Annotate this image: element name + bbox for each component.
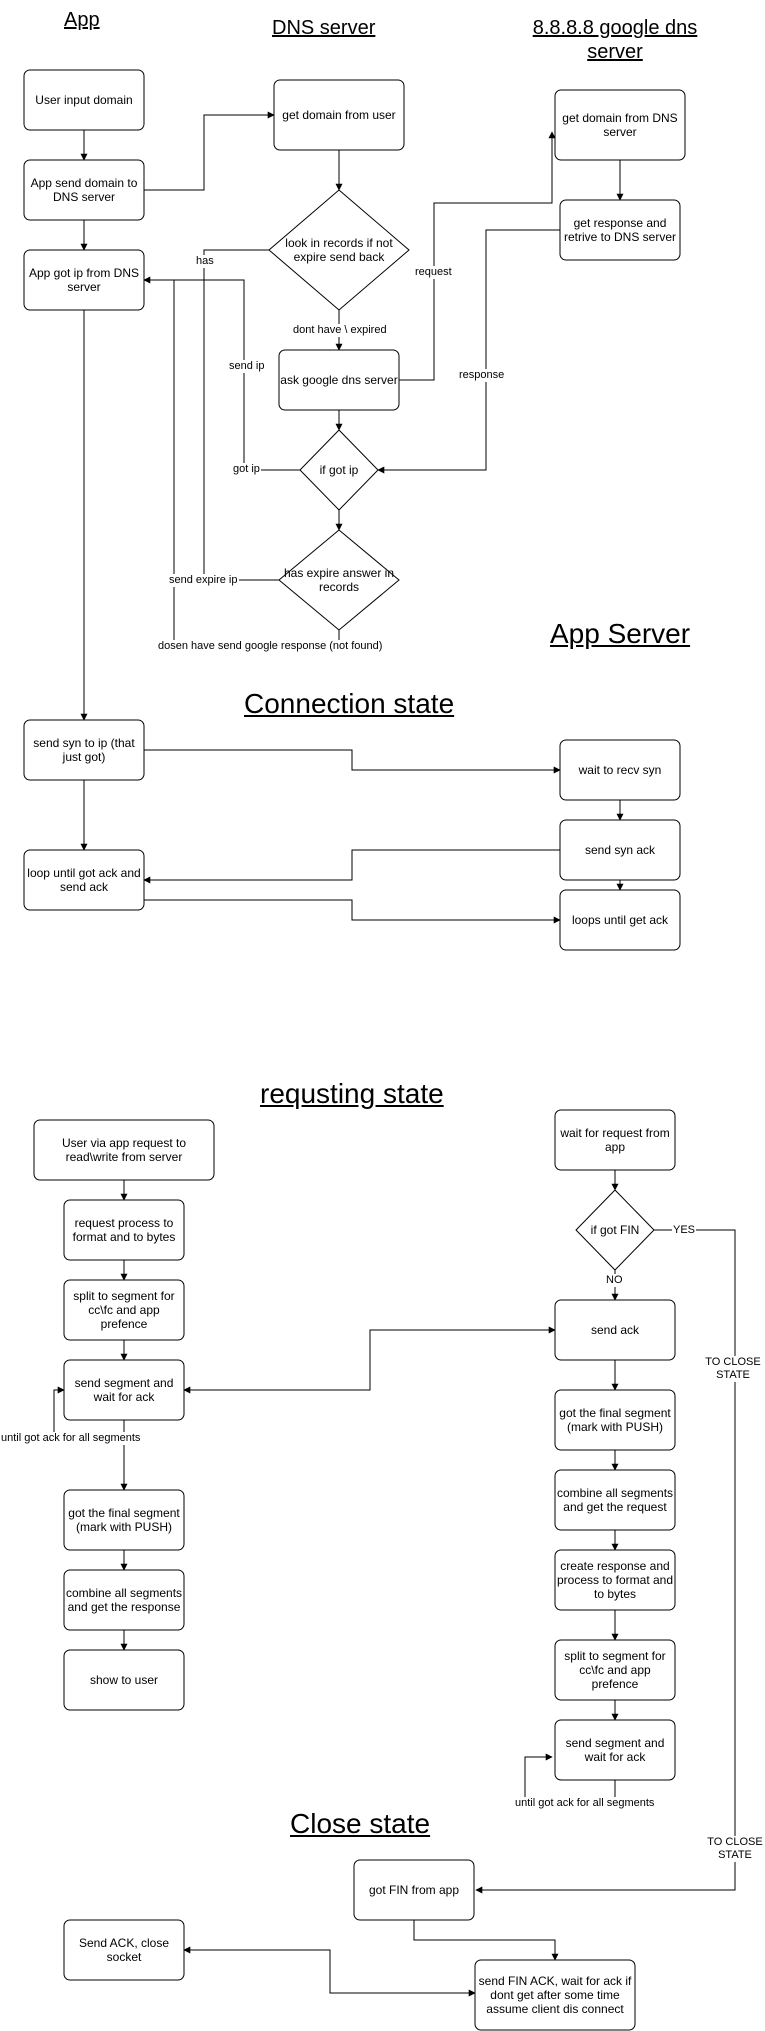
wait-syn-node: wait to recv syn [578,763,662,777]
has-expire-answer-node: has expire answer in records [283,566,395,594]
edge-label-has: has [195,255,215,268]
ask-google-node: ask google dns server [280,373,398,387]
google-get-domain-node: get domain from DNS server [562,111,678,139]
edge-label-request: request [414,266,453,279]
combine-response-node: combine all segments and get the respons… [65,1586,183,1614]
request-process-node: request process to format and to bytes [72,1216,176,1244]
edge-label-to-close-1: TO CLOSE STATE [701,1356,765,1382]
wait-request-node: wait for request from app [560,1126,670,1154]
edge-label-send-expire-ip: send expire ip [168,574,239,587]
loops-get-ack-node: loops until get ack [571,913,669,927]
combine-request-node: combine all segments and get the request [556,1486,674,1514]
edge-label-to-close-2: TO CLOSE STATE [703,1836,765,1862]
final-segment-client-node: got the final segment (mark with PUSH) [68,1506,180,1534]
heading-requesting-state: requsting state [260,1078,444,1109]
got-fin-node: got FIN from app [368,1883,460,1897]
heading-connection-state: Connection state [244,688,455,719]
google-get-response-node: get response and retrive to DNS server [563,216,677,244]
edge-label-response: response [458,369,506,382]
edge-label-not-found: dosen have send google response (not fou… [157,640,384,653]
if-got-ip-node: if got ip [319,463,359,477]
send-fin-ack-node: send FIN ACK, wait for ack if dont get a… [478,1974,632,2016]
edge-label-send-ip: send ip [228,360,266,373]
heading-google-dns: 8.8.8.8 google dns server [532,17,698,63]
heading-app-server: App Server [550,618,691,649]
look-in-records-node: look in records if not expire send back [285,236,393,264]
if-got-fin-node: if got FIN [590,1223,640,1237]
send-ack-node: send ack [590,1323,640,1337]
user-request-node: User via app request to read\write from … [61,1136,187,1164]
edge-label-no: NO [605,1274,624,1287]
heading-dns-server: DNS server [272,17,376,39]
split-segment-server-node: split to segment for cc\fc and app prefe… [564,1649,666,1691]
user-input-domain-node: User input domain [35,93,133,107]
edge-label-until-ack-client: until got ack for all segments [0,1432,142,1445]
send-syn-ack-node: send syn ack [584,843,656,857]
get-domain-from-user-node: get domain from user [282,108,396,122]
edge-label-got-ip: got ip [232,463,261,476]
heading-app: App [64,9,100,31]
app-send-domain-node: App send domain to DNS server [30,176,138,204]
send-ack-close-node: Send ACK, close socket [78,1936,170,1964]
send-segment-client-node: send segment and wait for ack [74,1376,174,1404]
app-got-ip-node: App got ip from DNS server [28,266,140,294]
show-user-node: show to user [89,1673,159,1687]
create-response-node: create response and process to format an… [556,1559,674,1601]
heading-close-state: Close state [290,1808,431,1839]
edge-label-until-ack-server: until got ack for all segments [514,1797,656,1810]
send-syn-node: send syn to ip (that just got) [33,736,135,764]
loop-ack-node: loop until got ack and send ack [27,866,141,894]
split-segment-client-node: split to segment for cc\fc and app prefe… [73,1289,175,1331]
final-segment-server-node: got the final segment (mark with PUSH) [559,1406,671,1434]
edge-label-yes: YES [672,1224,697,1237]
edge-label-dont-have: dont have \ expired [292,324,388,337]
send-segment-server-node: send segment and wait for ack [565,1736,665,1764]
